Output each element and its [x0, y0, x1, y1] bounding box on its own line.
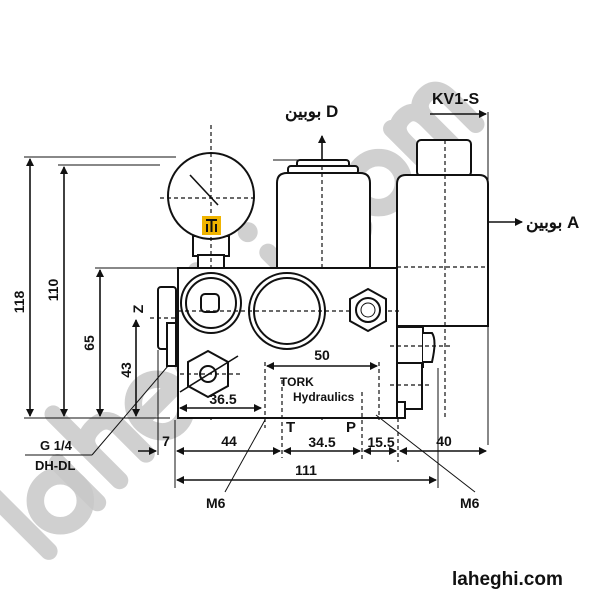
dim-111: 111	[295, 462, 317, 478]
dim-7: 7	[162, 433, 170, 449]
dim-36-5: 36.5	[209, 391, 236, 407]
website-label: laheghi.com	[452, 569, 563, 590]
m6-left-label: M6	[206, 495, 226, 511]
dim-40: 40	[436, 433, 452, 449]
dim-65: 65	[81, 335, 97, 351]
port-p-label: P	[346, 419, 356, 436]
dim-15-5: 15.5	[367, 434, 394, 450]
dim-50: 50	[314, 347, 330, 363]
brand-hydraulics: Hydraulics	[293, 390, 355, 404]
model-label: KV1-S	[432, 91, 479, 108]
thread-note-label: DH-DL	[35, 458, 75, 473]
coil-d-label: بوبین D	[285, 102, 338, 122]
coil-a-label: بوبین A	[526, 213, 579, 233]
port-z-label: Z	[130, 304, 146, 313]
thread-label: G 1/4	[40, 438, 73, 453]
dim-43: 43	[118, 362, 134, 378]
m6-right-label: M6	[460, 495, 480, 511]
dim-110: 110	[45, 278, 61, 301]
pressure-gauge	[160, 125, 258, 420]
brand-tork: TORK	[280, 375, 314, 389]
dim-34-5: 34.5	[308, 434, 335, 450]
port-t-label: T	[286, 419, 295, 436]
dim-118: 118	[11, 290, 27, 313]
dim-44: 44	[221, 433, 237, 449]
solenoid-coil-a	[396, 139, 489, 420]
